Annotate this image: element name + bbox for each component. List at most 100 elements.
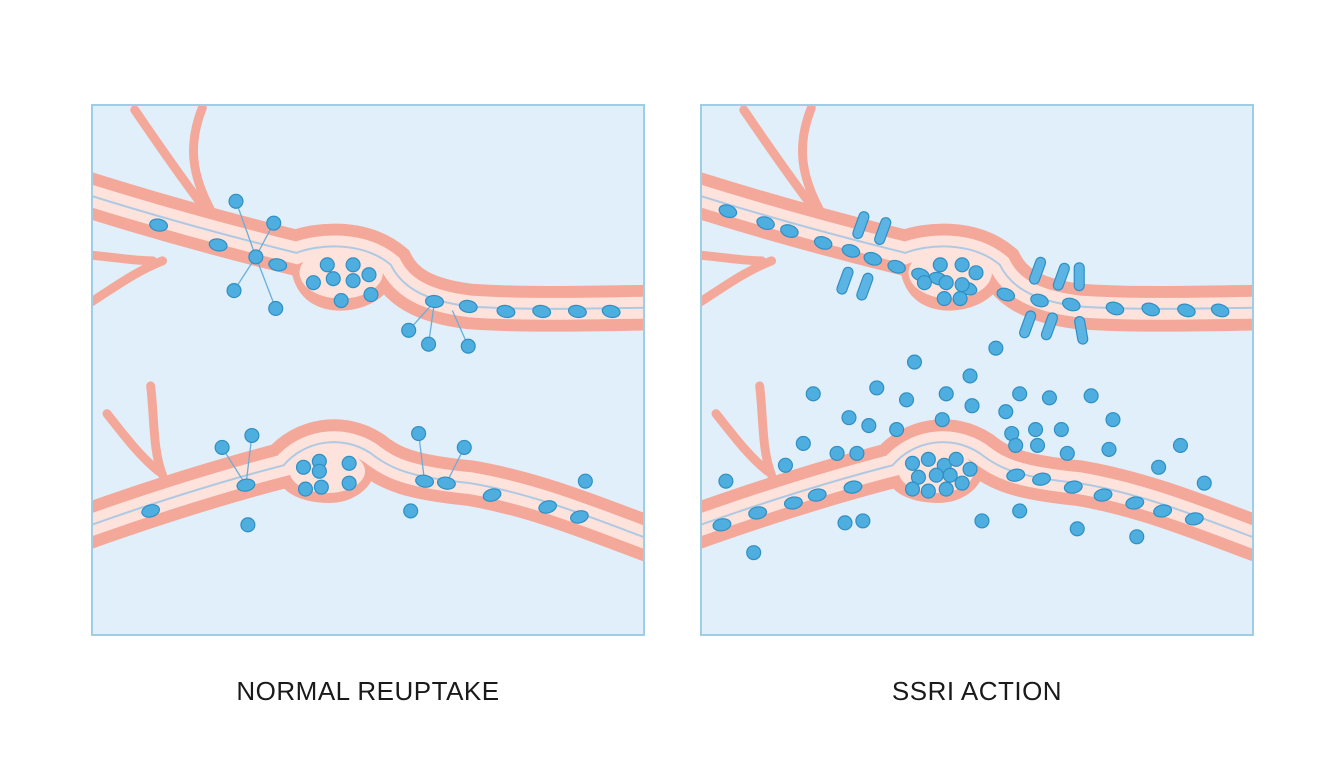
neurotransmitter-molecule [1028,422,1044,438]
neurotransmitter-molecule [149,218,169,232]
neurotransmitter-molecule [938,386,954,402]
neurotransmitter-molecule [1029,437,1046,453]
neurotransmitter-molecule [1032,472,1051,486]
neurotransmitter-molecule [1063,480,1083,494]
terminal-interior [299,246,383,299]
neurotransmitter-molecule [718,473,734,489]
neurotransmitter-molecule [341,475,357,491]
neurotransmitter-molecule [1184,512,1204,526]
neurotransmitter-molecule [570,510,589,524]
neurotransmitter-molecule [898,392,915,408]
neurotransmitter-molecule [1030,293,1049,308]
dendrite-branch [711,409,773,476]
neurotransmitter-molecule [829,445,845,461]
neurotransmitter-molecule [268,300,284,317]
neurotransmitter-molecule [1006,468,1026,482]
neurotransmitter-molecule [538,500,557,514]
neurotransmitter-molecule [849,445,865,461]
neurotransmitter-molecule [1129,529,1145,545]
neurotransmitter-molecule [401,322,417,338]
neurotransmitter-molecule [996,287,1016,302]
neurotransmitter-molecule [415,474,435,488]
neurotransmitter-molecule [962,368,978,384]
ssri-blocker-layer [836,211,1089,345]
neurotransmitter-molecule [916,275,932,291]
neurotransmitter-molecule [424,294,445,309]
neurotransmitter-molecule [954,277,970,293]
neurotransmitter-molecule [938,481,954,497]
neurotransmitter-molecule [837,515,853,531]
neurotransmitter-molecule [934,412,950,428]
neurotransmitter-molecule [1093,488,1113,502]
ssri-blocker [1052,262,1070,291]
normal-reuptake-caption: NORMAL REUPTAKE [236,676,500,706]
neurotransmitter-molecule [962,461,978,477]
neurotransmitter-molecule [214,439,230,455]
neurotransmitter-molecule [311,463,327,479]
neurotransmitter-molecule [601,304,621,319]
neurotransmitter-molecule [496,304,516,319]
neurotransmitter-molecule [141,504,161,518]
neurotransmitter-molecule [807,488,827,502]
neurotransmitter-molecule [920,451,936,467]
neurotransmitter-molecule [904,455,921,471]
neurotransmitter-molecule [208,238,228,252]
neurotransmitter-layer [712,204,1230,561]
neurotransmitter-molecule [1153,504,1173,518]
neurotransmitter-molecule [460,338,476,354]
neurotransmitter-molecule [748,506,768,520]
neurotransmitter-molecule [341,455,357,471]
neurotransmitter-molecule [1210,303,1230,318]
reuptake-tether [417,433,426,482]
neurotransmitter-molecule [1101,441,1117,457]
neurotransmitter-molecule [906,354,923,370]
neurotransmitter-molecule [1125,496,1145,510]
neurotransmitter-molecule [436,476,456,490]
neurotransmitter-molecule [998,404,1014,420]
neurotransmitter-molecule [226,283,242,299]
neurotransmitter-molecule [841,244,861,258]
neurotransmitter-molecule [345,273,361,289]
ssri-blocker [852,211,870,240]
neurotransmitter-molecule [1141,302,1160,317]
neurotransmitter-molecule [456,439,472,455]
neurotransmitter-molecule [841,410,857,426]
neurotransmitter-molecule [1053,422,1069,438]
neurotransmitter-molecule [532,304,552,319]
neurotransmitter-molecule [805,386,821,402]
neurotransmitter-molecule [910,469,926,485]
dendrite-branch [102,409,164,476]
neurotransmitter-molecule [313,479,329,495]
neurotransmitter-molecule [920,483,936,499]
neurotransmitter-molecule [988,340,1004,356]
neurotransmitter-molecule [305,275,321,291]
neurotransmitter-molecule [813,236,833,250]
neurotransmitter-molecule [942,467,958,483]
neurotransmitter-molecule [1012,503,1028,519]
panel-background [93,106,643,634]
neurotransmitter-molecule [268,258,288,272]
axon-core-line [702,441,1252,538]
neurotransmitter-molecule [756,216,775,231]
dendrite-branch [93,250,158,266]
neurotransmitter-molecule [964,398,980,414]
neurotransmitter-molecule [718,204,738,219]
neurotransmitter-molecule [567,304,587,319]
neurotransmitter-molecule [319,257,335,273]
neurotransmitter-molecule [1105,412,1121,428]
ssri-blocker [1019,310,1037,339]
dendrite-branch [798,106,824,214]
neurotransmitter-molecule [974,513,990,529]
neurotransmitter-molecule [954,257,970,273]
neurotransmitter-molecule [1012,386,1028,402]
neurotransmitter-molecule [248,249,264,265]
neurotransmitter-molecule [1177,303,1196,318]
neurotransmitter-layer [141,193,621,533]
neurotransmitter-molecule [889,422,905,438]
dendrite-branch [130,106,207,210]
neurotransmitter-molecule [928,467,944,483]
neurotransmitter-molecule [855,513,871,529]
panel-background [702,106,1252,634]
neurotransmitter-molecule [345,257,361,273]
neurotransmitter-molecule [932,257,948,273]
